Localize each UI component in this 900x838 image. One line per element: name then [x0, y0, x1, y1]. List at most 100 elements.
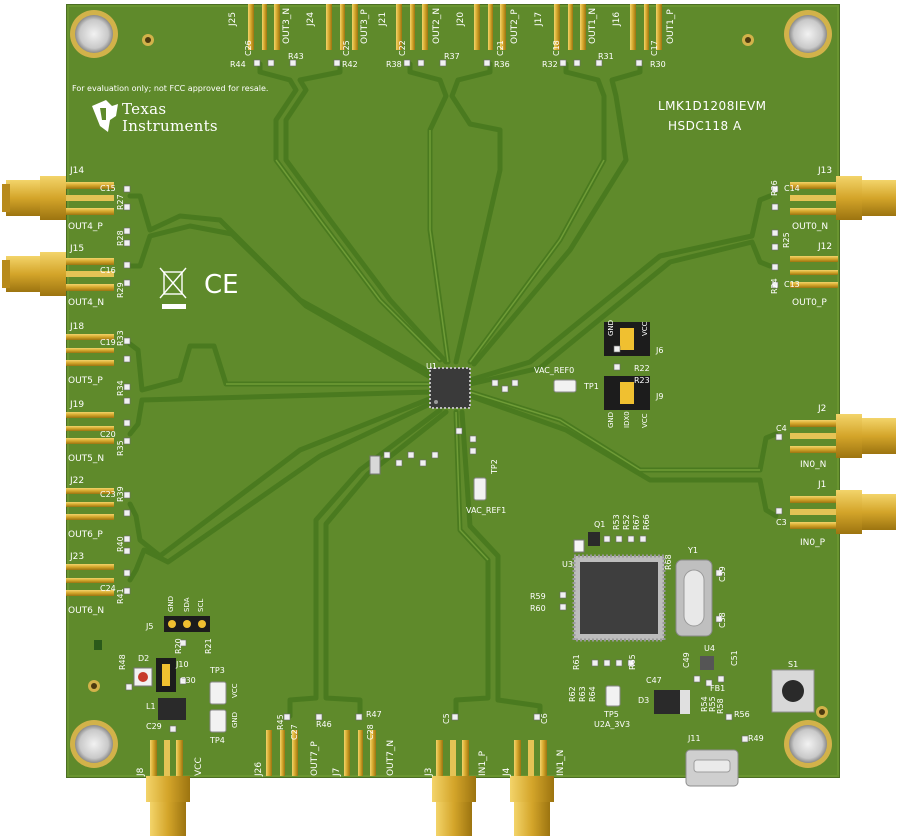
- label-tp2: TP2: [490, 459, 499, 474]
- label-r20: R20: [174, 638, 183, 654]
- label-out3-p: OUT3_P: [360, 9, 370, 44]
- pushbutton-s1: [771, 669, 815, 713]
- label-u2a-3v3: U2A_3V3: [594, 720, 631, 729]
- header-j10: [156, 658, 176, 692]
- edge-footprints-bottom: [266, 730, 376, 776]
- label-u4: U4: [704, 644, 715, 653]
- label-in0-n: IN0_N: [800, 460, 827, 470]
- label-j13: J13: [818, 166, 833, 176]
- label-out3-n: OUT3_N: [282, 7, 292, 44]
- label-c38: C38: [718, 612, 727, 628]
- label-r43: R43: [288, 52, 304, 61]
- label-out6-n: OUT6_N: [68, 606, 105, 616]
- label-out4-p: OUT4_P: [68, 222, 103, 232]
- label-out7-n: OUT7_N: [386, 739, 396, 776]
- label-tp1: TP1: [584, 382, 599, 391]
- label-j6: J6: [656, 346, 664, 355]
- label-c51: C51: [730, 650, 739, 666]
- label-c28: C28: [366, 724, 375, 740]
- label-c6: C6: [540, 713, 549, 724]
- label-r35: R35: [116, 440, 125, 456]
- label-r42: R42: [342, 60, 358, 69]
- jumper-j6: [604, 322, 650, 356]
- label-r66: R66: [642, 514, 651, 530]
- label-r48: R48: [118, 654, 127, 670]
- label-sda: SDA: [183, 597, 191, 613]
- label-u1: U1: [426, 362, 437, 371]
- label-r24: R24: [770, 278, 779, 294]
- label-fb1: FB1: [710, 684, 726, 693]
- label-r23: R23: [634, 376, 650, 385]
- label-c19: C19: [100, 338, 116, 347]
- label-j14: J14: [70, 166, 85, 176]
- label-in1-n: IN1_N: [556, 749, 566, 776]
- ic-u1: [429, 367, 471, 409]
- edge-footprints-top: [248, 4, 662, 50]
- sma-connector-j3: [432, 740, 476, 836]
- label-c47: C47: [646, 676, 662, 685]
- label-r62: R62: [568, 686, 577, 702]
- label-j24: J24: [306, 11, 316, 26]
- label-c39: C39: [718, 566, 727, 582]
- label-r41: R41: [116, 588, 125, 604]
- label-r46: R46: [316, 720, 332, 729]
- sma-connector-j4: [510, 740, 554, 836]
- label-c22: C22: [398, 40, 407, 56]
- label-c18: C18: [552, 40, 561, 56]
- usb-connector-j11: [685, 749, 739, 787]
- label-c4: C4: [776, 424, 787, 433]
- label-out2-p: OUT2_P: [510, 9, 520, 44]
- label-out2-n: OUT2_N: [432, 7, 442, 44]
- label-r22: R22: [634, 364, 650, 373]
- label-idx0: IDX0: [623, 411, 631, 428]
- manufacturer-name-line1: Texas: [122, 100, 167, 118]
- label-in1-p: IN1_P: [478, 750, 488, 776]
- label-c17: C17: [650, 40, 659, 56]
- label-c29: C29: [146, 722, 162, 731]
- label-r30: R30: [650, 60, 666, 69]
- label-r38: R38: [386, 60, 402, 69]
- sma-connector-j13: [790, 176, 896, 220]
- label-c24: C24: [100, 584, 116, 593]
- label-r39: R39: [116, 486, 125, 502]
- label-out0-p: OUT0_P: [792, 298, 827, 308]
- label-j12: J12: [818, 242, 833, 252]
- label-r59: R59: [530, 592, 546, 601]
- label-gnd-j9: GND: [607, 411, 615, 428]
- label-r45: R45: [276, 714, 285, 730]
- label-j11: J11: [688, 734, 701, 743]
- label-r49: R49: [748, 734, 764, 743]
- label-r61: R61: [572, 654, 581, 670]
- label-gnd-j6: GND: [607, 319, 615, 336]
- label-j17: J17: [534, 11, 544, 26]
- edge-footprints-right-j12: [790, 256, 838, 288]
- passive-pads: [123, 59, 783, 743]
- label-out6-p: OUT6_P: [68, 530, 103, 540]
- label-y1: Y1: [688, 546, 698, 555]
- label-c13: C13: [784, 280, 800, 289]
- sma-connector-j1: [790, 490, 896, 534]
- sma-connector-j14: [2, 176, 114, 220]
- label-u3: U3: [562, 560, 573, 569]
- label-r37: R37: [444, 52, 460, 61]
- label-r21: R21: [204, 638, 213, 654]
- label-vcc-j6: VCC: [641, 321, 649, 336]
- label-j4: J4: [502, 767, 512, 776]
- label-vcc-j9: VCC: [641, 413, 649, 428]
- label-c14: C14: [784, 184, 800, 193]
- label-vac-ref0: VAC_REF0: [534, 366, 575, 375]
- label-j20: J20: [456, 11, 466, 26]
- label-r68: R68: [664, 554, 673, 570]
- label-j26: J26: [254, 761, 264, 776]
- ce-mark: CE: [204, 270, 239, 300]
- label-gnd-j5: GND: [167, 595, 175, 612]
- label-r34: R34: [116, 380, 125, 396]
- manufacturer-name-line2: Instruments: [122, 117, 218, 135]
- label-c3: C3: [776, 518, 787, 527]
- label-j10: J10: [176, 660, 189, 669]
- label-s1: S1: [788, 660, 799, 669]
- sma-connector-j15: [2, 252, 114, 296]
- label-c30: C30: [180, 676, 196, 685]
- label-j19: J19: [70, 400, 85, 410]
